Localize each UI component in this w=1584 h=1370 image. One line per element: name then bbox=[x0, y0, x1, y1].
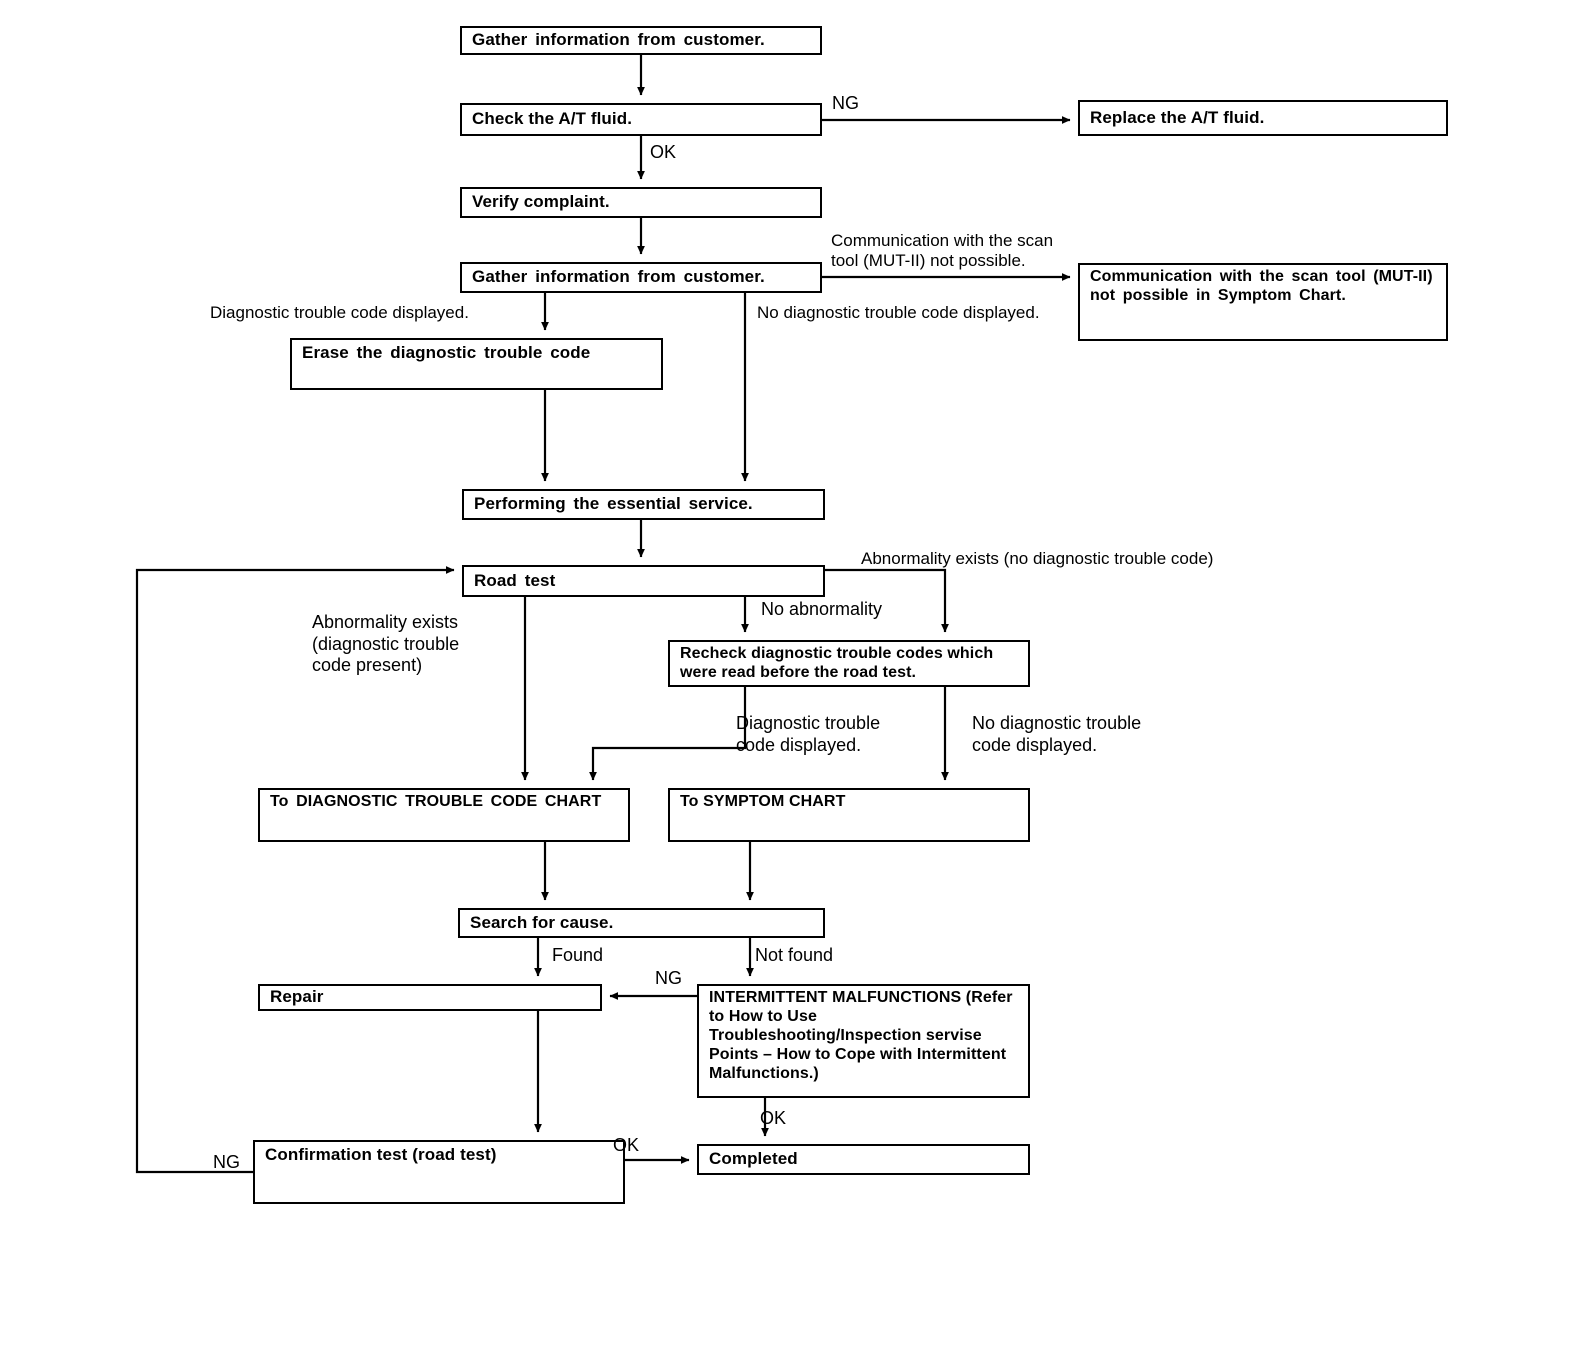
node-intermittent[interactable]: INTERMITTENT MALFUNCTIONS (Refer to How … bbox=[697, 984, 1030, 1098]
edge-label-found: Found bbox=[552, 945, 604, 965]
edge-label-ok_intermittent: OK bbox=[760, 1108, 787, 1128]
node-label-check_fluid: Check the A/T fluid. bbox=[472, 109, 633, 129]
edge-label-dtc_displayed2: Diagnostic trouble code displayed. bbox=[736, 713, 881, 755]
node-completed[interactable]: Completed bbox=[697, 1144, 1030, 1175]
node-label-repair: Repair bbox=[270, 987, 324, 1007]
node-label-to_dtc_chart: To DIAGNOSTIC TROUBLE CODE CHART bbox=[270, 793, 602, 810]
edge-label-ng_confirm: NG bbox=[213, 1152, 240, 1172]
edge-label-comm_not_possible: Communication with the scan tool (MUT-II… bbox=[831, 231, 1054, 271]
node-label-replace_fluid: Replace the A/T fluid. bbox=[1090, 107, 1265, 127]
node-road_test[interactable]: Road test bbox=[462, 565, 825, 597]
node-label-recheck: Recheck diagnostic trouble codes which w… bbox=[680, 645, 994, 681]
node-repair[interactable]: Repair bbox=[258, 984, 602, 1011]
node-to_symptom_chart[interactable]: To SYMPTOM CHART bbox=[668, 788, 1030, 842]
edge-label-abnormality_no_dtc: Abnormality exists (no diagnostic troubl… bbox=[861, 549, 1214, 568]
edge-label-ng_fluid: NG bbox=[832, 93, 859, 113]
node-label-performing: Performing the essential service. bbox=[474, 494, 753, 514]
node-gather1[interactable]: Gather information from customer. bbox=[460, 26, 822, 55]
edge-label-no_dtc_displayed: No diagnostic trouble code displayed. bbox=[757, 303, 1040, 322]
node-performing[interactable]: Performing the essential service. bbox=[462, 489, 825, 520]
node-gather2[interactable]: Gather information from customer. bbox=[460, 262, 822, 293]
edge-recheck-to-dtcchart bbox=[589, 687, 747, 781]
node-verify[interactable]: Verify complaint. bbox=[460, 187, 822, 218]
node-label-intermittent: INTERMITTENT MALFUNCTIONS (Refer to How … bbox=[709, 989, 1013, 1082]
node-recheck[interactable]: Recheck diagnostic trouble codes which w… bbox=[668, 640, 1030, 687]
edge-label-no_dtc_displayed2: No diagnostic trouble code displayed. bbox=[972, 713, 1142, 755]
edge-label-ok_confirm: OK bbox=[613, 1135, 640, 1155]
edge-label-not_found: Not found bbox=[755, 945, 834, 965]
edge-roadtest-to-recheck-right bbox=[825, 568, 949, 633]
node-label-road_test: Road test bbox=[474, 570, 556, 590]
edge-label-ok_fluid: OK bbox=[650, 142, 677, 162]
node-to_dtc_chart[interactable]: To DIAGNOSTIC TROUBLE CODE CHART bbox=[258, 788, 630, 842]
edge-label-no_abnormality: No abnormality bbox=[761, 599, 883, 619]
node-label-gather1: Gather information from customer. bbox=[472, 30, 765, 50]
node-label-completed: Completed bbox=[709, 1149, 798, 1169]
node-label-erase: Erase the diagnostic trouble code bbox=[302, 343, 591, 362]
edge-label-dtc_displayed: Diagnostic trouble code displayed. bbox=[210, 303, 469, 322]
node-erase[interactable]: Erase the diagnostic trouble code bbox=[290, 338, 663, 390]
node-label-verify: Verify complaint. bbox=[472, 192, 610, 212]
edge-label-abnormality_dtc: Abnormality exists (diagnostic trouble c… bbox=[312, 612, 460, 676]
node-label-confirmation: Confirmation test (road test) bbox=[265, 1145, 497, 1164]
node-replace_fluid[interactable]: Replace the A/T fluid. bbox=[1078, 100, 1448, 136]
node-label-gather2: Gather information from customer. bbox=[472, 267, 765, 287]
node-label-search_cause: Search for cause. bbox=[470, 912, 614, 932]
node-label-to_symptom_chart: To SYMPTOM CHART bbox=[680, 793, 846, 810]
edge-label-ng_intermittent: NG bbox=[655, 968, 682, 988]
node-label-comm_scan: Communication with the scan tool (MUT-II… bbox=[1090, 268, 1433, 304]
node-search_cause[interactable]: Search for cause. bbox=[458, 908, 825, 938]
node-comm_scan[interactable]: Communication with the scan tool (MUT-II… bbox=[1078, 263, 1448, 341]
node-check_fluid[interactable]: Check the A/T fluid. bbox=[460, 103, 822, 136]
node-confirmation[interactable]: Confirmation test (road test) bbox=[253, 1140, 625, 1204]
edge-confirmation-ng-loop bbox=[135, 566, 455, 1174]
